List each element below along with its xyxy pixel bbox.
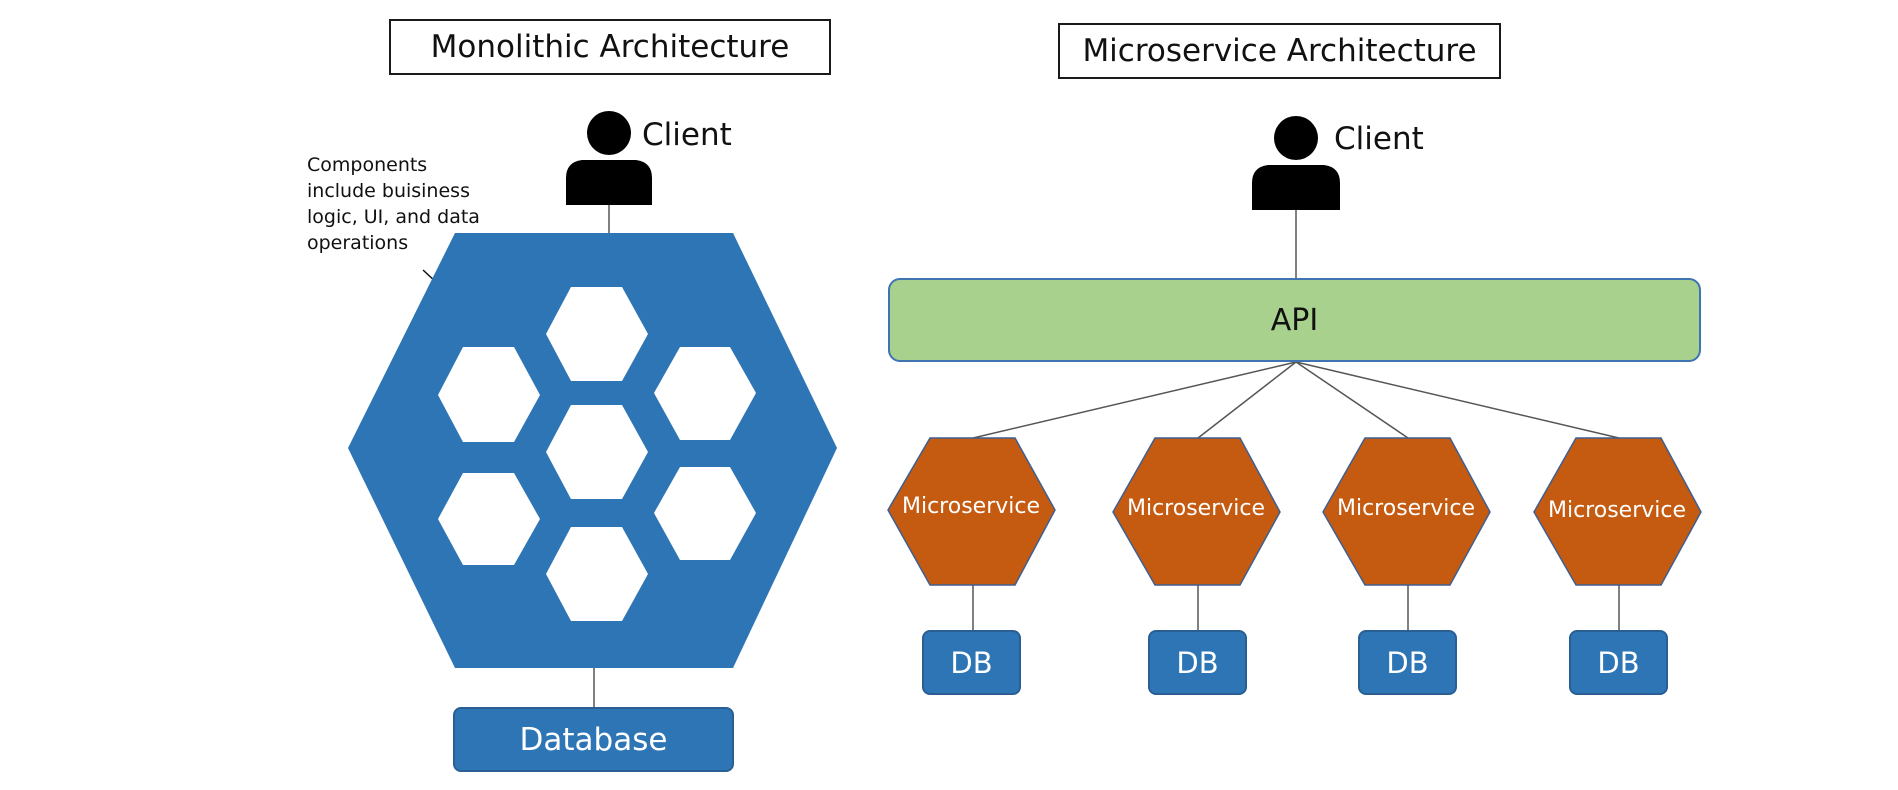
microservice-hexagon bbox=[887, 437, 1056, 586]
microservice-label: Microservice bbox=[901, 494, 1040, 519]
component-hexagon bbox=[546, 287, 648, 381]
component-hexagon bbox=[546, 405, 648, 499]
components-note: Components include buisiness logic, UI, … bbox=[307, 152, 480, 256]
component-hexagon bbox=[546, 527, 648, 621]
microservice-hexagon bbox=[1112, 437, 1281, 586]
microservice-title-text: Microservice Architecture bbox=[1082, 33, 1477, 69]
note-line: operations bbox=[307, 232, 409, 254]
db-box: DB bbox=[922, 630, 1021, 695]
db-label: DB bbox=[1597, 645, 1640, 680]
api-label: API bbox=[1270, 302, 1319, 338]
microservice-title: Microservice Architecture bbox=[1058, 23, 1501, 79]
person-icon bbox=[566, 111, 652, 205]
component-hexagon bbox=[654, 347, 756, 440]
db-label: DB bbox=[1386, 645, 1429, 680]
monolith-client-label: Client bbox=[642, 117, 732, 153]
db-label: DB bbox=[950, 645, 993, 680]
microservice-label: Microservice bbox=[1126, 496, 1265, 521]
component-hexagon bbox=[654, 467, 756, 560]
api-to-service-1-line bbox=[972, 361, 1297, 439]
monolith-title-text: Monolithic Architecture bbox=[430, 29, 790, 65]
component-hexagon bbox=[438, 347, 540, 442]
note-line: Components bbox=[307, 154, 428, 176]
microservice-client-label: Client bbox=[1334, 121, 1424, 157]
api-to-service-3-line bbox=[1295, 361, 1409, 439]
db-box: DB bbox=[1569, 630, 1668, 695]
microservice-hexagon bbox=[1322, 437, 1491, 586]
note-line: logic, UI, and data bbox=[307, 206, 480, 228]
db-box: DB bbox=[1148, 630, 1247, 695]
component-hexagons bbox=[438, 287, 756, 621]
api-box: API bbox=[888, 278, 1701, 362]
microservice-label: Microservice bbox=[1547, 498, 1686, 523]
microservice-label: Microservice bbox=[1336, 496, 1475, 521]
database-box: Database bbox=[453, 707, 734, 772]
monolith-title: Monolithic Architecture bbox=[389, 19, 831, 75]
person-icon bbox=[1252, 116, 1340, 210]
db-box: DB bbox=[1358, 630, 1457, 695]
component-hexagon bbox=[438, 473, 540, 565]
db-label: DB bbox=[1176, 645, 1219, 680]
note-line: include buisiness bbox=[307, 180, 470, 202]
database-label: Database bbox=[519, 721, 668, 758]
microservice-hexagon bbox=[1533, 437, 1702, 586]
api-to-service-4-line bbox=[1295, 361, 1620, 439]
api-to-service-2-line bbox=[1197, 361, 1297, 439]
